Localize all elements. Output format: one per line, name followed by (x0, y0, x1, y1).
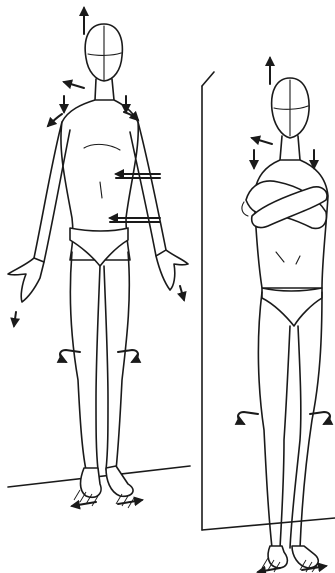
figure-right (238, 58, 330, 572)
feet-right (106, 466, 133, 496)
hand-left-a (8, 258, 44, 302)
figure-left (8, 8, 190, 508)
feet-right-b (292, 546, 318, 568)
arrow-hand-down-left (14, 312, 16, 326)
hand-right-a (156, 250, 188, 290)
rotation-arrow-knee-right (118, 350, 138, 362)
arrow-shoulder-curve-left (48, 114, 62, 126)
leg-right-a (104, 252, 129, 470)
leg-left-b (258, 292, 290, 548)
rotation-arrow-knee-left (60, 350, 80, 362)
briefs-right (262, 288, 322, 326)
rotation-arrow-knee-left-b (238, 412, 258, 424)
leg-right-b (290, 292, 322, 548)
arrow-shoulder-right-b (252, 138, 272, 144)
leg-left-a (70, 252, 100, 470)
feet-left (81, 468, 102, 497)
arrow-hand-down-right (180, 286, 184, 300)
arrow-shoulder-left (64, 82, 84, 88)
